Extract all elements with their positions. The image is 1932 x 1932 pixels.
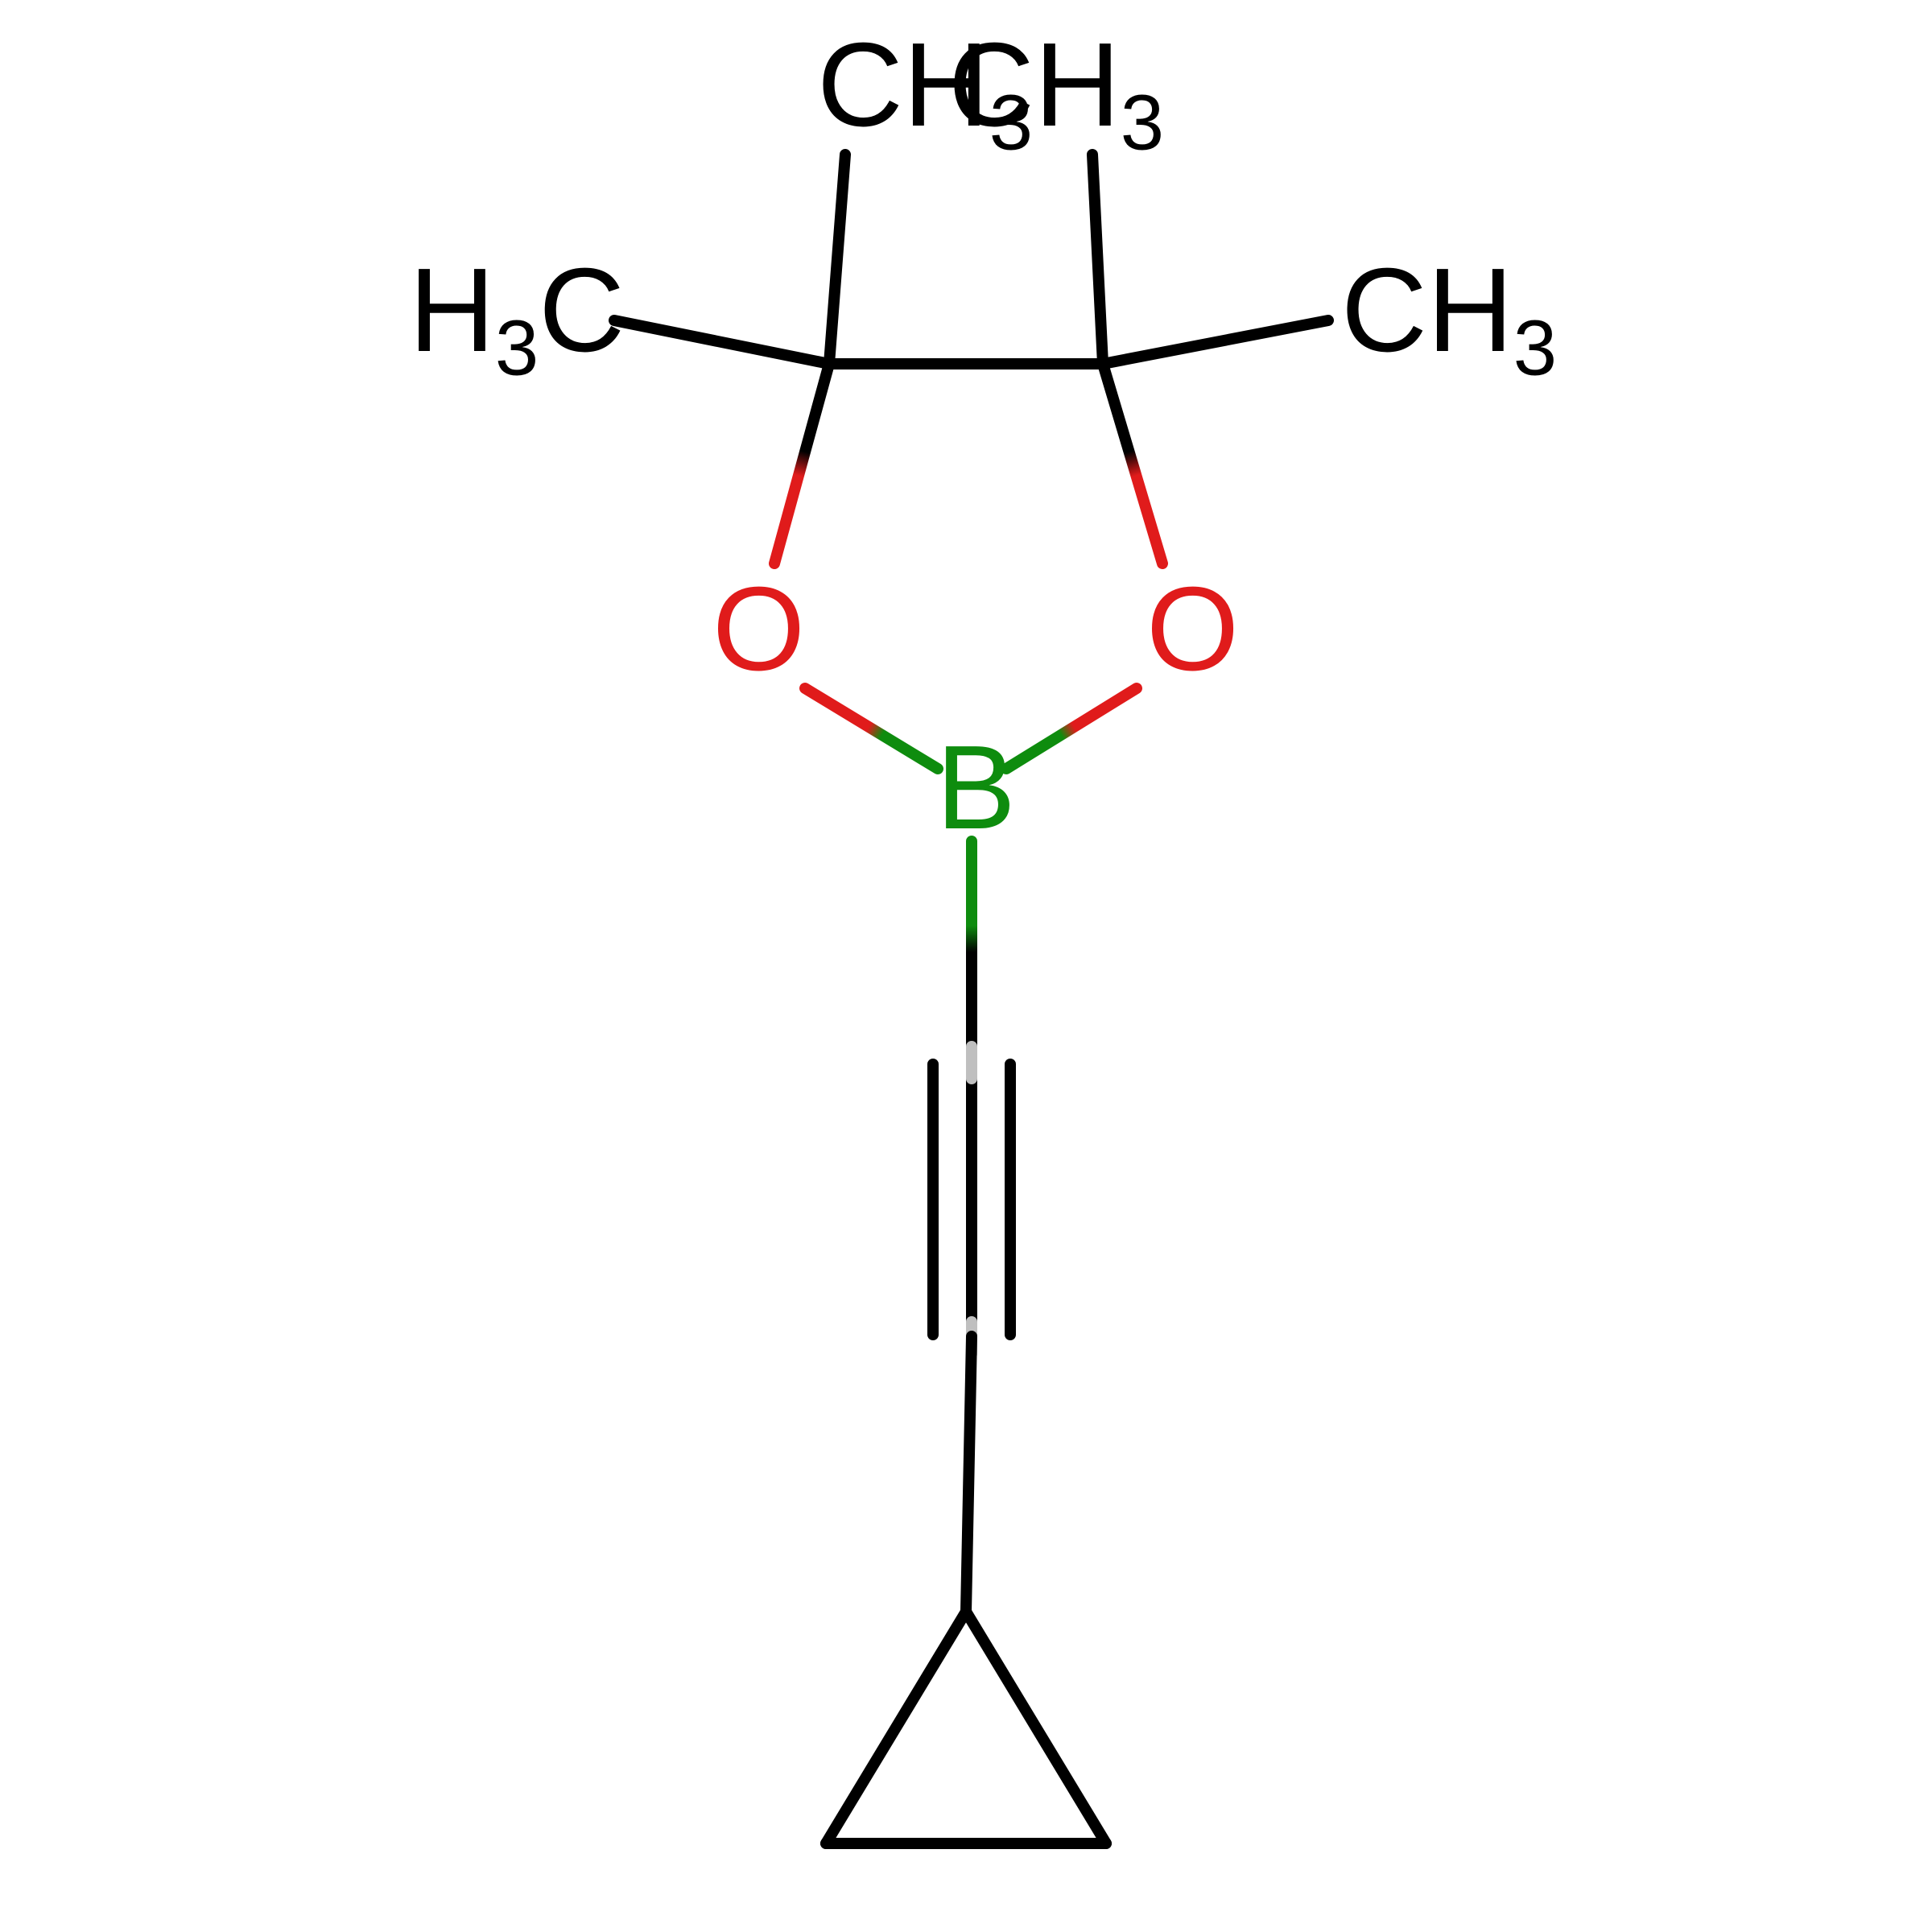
bond-c4-o1 — [769, 358, 835, 569]
atom-label-methyl-top-right: CH3 — [948, 19, 1165, 167]
bond-c5-o3 — [1097, 358, 1168, 569]
bond-o3-b2 — [1001, 683, 1142, 774]
bond-methyl-top-left — [824, 149, 851, 369]
atom-label-boron: B — [936, 721, 1016, 854]
bond-methyl-top-right — [1087, 149, 1108, 369]
bond-o1-b2 — [799, 683, 943, 774]
bond-alkyne-cyclopropyl — [960, 1331, 977, 1617]
atom-label-methyl-right: CH3 — [1341, 244, 1558, 392]
bond-cyclopropane-right — [960, 1606, 1112, 1849]
atom-label-methyl-left: H3C — [409, 244, 625, 392]
atom-label-oxygen-right: O — [1146, 563, 1240, 696]
bond-methyl-right — [1097, 315, 1334, 369]
atom-label-methyl-top-left: CH3 — [817, 19, 1034, 167]
bond-methyl-left — [609, 315, 835, 369]
bond-cyclopropane-left — [820, 1606, 972, 1849]
atom-label-oxygen-left: O — [712, 563, 806, 696]
